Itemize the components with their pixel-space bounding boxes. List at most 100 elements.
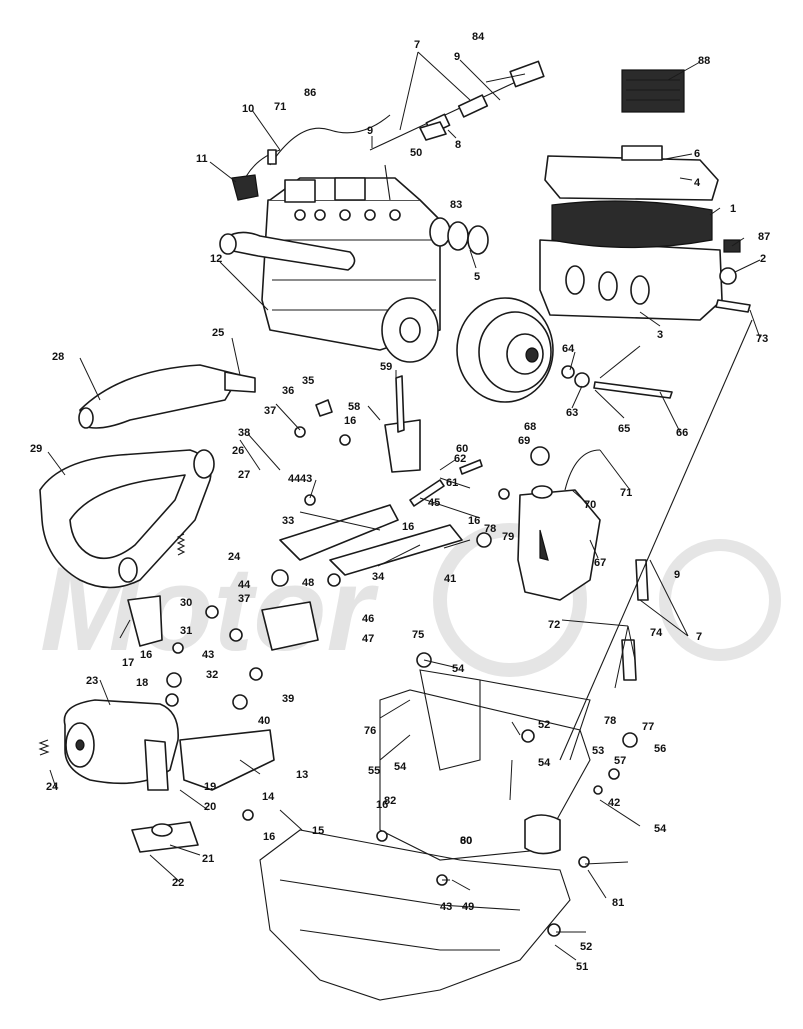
callout-18: 18: [136, 677, 148, 689]
callout-16b: 16: [140, 649, 152, 661]
recoil-starter: [381, 297, 439, 363]
callout-77: 77: [642, 721, 654, 733]
callout-41: 41: [444, 573, 456, 585]
callout-labels: 1 2 3 4 5 6 7 7 8 9 9 9 10 11 12 13 14 1…: [30, 31, 770, 973]
callout-50: 50: [410, 147, 422, 159]
callout-60a: 60: [456, 443, 468, 455]
callout-87: 87: [758, 231, 770, 243]
callout-43a: 43: [300, 473, 312, 485]
callout-67: 67: [594, 557, 606, 569]
callout-53: 53: [592, 745, 604, 757]
callout-16f: 16: [402, 521, 414, 533]
callout-83: 83: [450, 199, 462, 211]
oil-tank: [517, 449, 601, 601]
throttle-cable: [369, 60, 545, 151]
callout-76: 76: [364, 725, 376, 737]
callout-81: 81: [612, 897, 624, 909]
callout-24b: 24: [46, 781, 59, 793]
callout-40: 40: [258, 715, 270, 727]
expansion-chamber: [39, 449, 215, 589]
callout-64: 64: [562, 343, 575, 355]
callout-79: 79: [502, 531, 514, 543]
callout-70: 70: [584, 499, 596, 511]
callout-14: 14: [262, 791, 275, 803]
callout-45: 45: [428, 497, 440, 509]
callout-52a: 52: [538, 719, 550, 731]
callout-28: 28: [52, 351, 64, 363]
callout-78b: 78: [484, 523, 496, 535]
callout-12: 12: [210, 253, 222, 265]
callout-46: 46: [362, 613, 374, 625]
callout-11: 11: [196, 153, 208, 165]
callout-69: 69: [518, 435, 530, 447]
exhaust-manifold: [78, 364, 256, 429]
callout-35: 35: [302, 375, 314, 387]
chassis-frame: [379, 669, 591, 861]
engine-mount-plates: [279, 419, 463, 576]
callout-44b: 44: [238, 579, 251, 591]
callout-9b: 9: [367, 125, 373, 137]
callout-44a: 44: [288, 473, 301, 485]
callout-16c: 16: [263, 831, 275, 843]
callout-82: 82: [384, 795, 396, 807]
callout-10: 10: [242, 103, 254, 115]
callout-47: 47: [362, 633, 374, 645]
callout-7b: 7: [696, 631, 702, 643]
callout-42: 42: [608, 797, 620, 809]
callout-17: 17: [122, 657, 134, 669]
callout-33: 33: [282, 515, 294, 527]
callout-31: 31: [180, 625, 192, 637]
callout-75: 75: [412, 629, 424, 641]
callout-32: 32: [206, 669, 218, 681]
callout-9a: 9: [454, 51, 460, 63]
callout-57: 57: [614, 755, 626, 767]
callout-20: 20: [204, 801, 216, 813]
callout-62: 62: [454, 453, 466, 465]
callout-21: 21: [202, 853, 214, 865]
callout-38: 38: [238, 427, 250, 439]
callout-34: 34: [372, 571, 385, 583]
callout-24a: 24: [228, 551, 241, 563]
spark-plug-wire: [231, 114, 391, 201]
callout-23: 23: [86, 675, 98, 687]
callout-60b: 60: [460, 835, 472, 847]
callout-29: 29: [30, 443, 42, 455]
callout-63: 63: [566, 407, 578, 419]
callout-59: 59: [380, 361, 392, 373]
callout-16a: 16: [344, 415, 356, 427]
callout-54c: 54: [538, 757, 551, 769]
callout-71b: 71: [620, 487, 632, 499]
callout-36: 36: [282, 385, 294, 397]
callout-71a: 71: [274, 101, 286, 113]
springs: [38, 533, 186, 756]
callout-54b: 54: [394, 761, 407, 773]
callout-27: 27: [238, 469, 250, 481]
callout-49: 49: [462, 901, 474, 913]
muffler-bracket: [127, 595, 319, 791]
callout-80: 80: [460, 835, 472, 847]
callout-48: 48: [302, 577, 314, 589]
carburetor-boot: [429, 217, 489, 255]
callout-51: 51: [576, 961, 588, 973]
callout-54d: 54: [654, 823, 667, 835]
callout-84: 84: [472, 31, 485, 43]
support-rods: [559, 319, 753, 761]
callout-61: 61: [446, 477, 458, 489]
callout-68: 68: [524, 421, 536, 433]
callout-26: 26: [232, 445, 244, 457]
callout-19: 19: [204, 781, 216, 793]
callout-37b: 37: [238, 593, 250, 605]
callout-7a: 7: [414, 39, 420, 51]
callout-72: 72: [548, 619, 560, 631]
callout-78a: 78: [604, 715, 616, 727]
callout-3: 3: [657, 329, 663, 341]
callout-73: 73: [756, 333, 768, 345]
callout-55: 55: [368, 765, 380, 777]
callout-9c: 9: [674, 569, 680, 581]
callout-54a: 54: [452, 663, 465, 675]
callout-25: 25: [212, 327, 224, 339]
callout-58: 58: [348, 401, 360, 413]
callout-22: 22: [172, 877, 184, 889]
hardware-fasteners: [165, 121, 673, 937]
